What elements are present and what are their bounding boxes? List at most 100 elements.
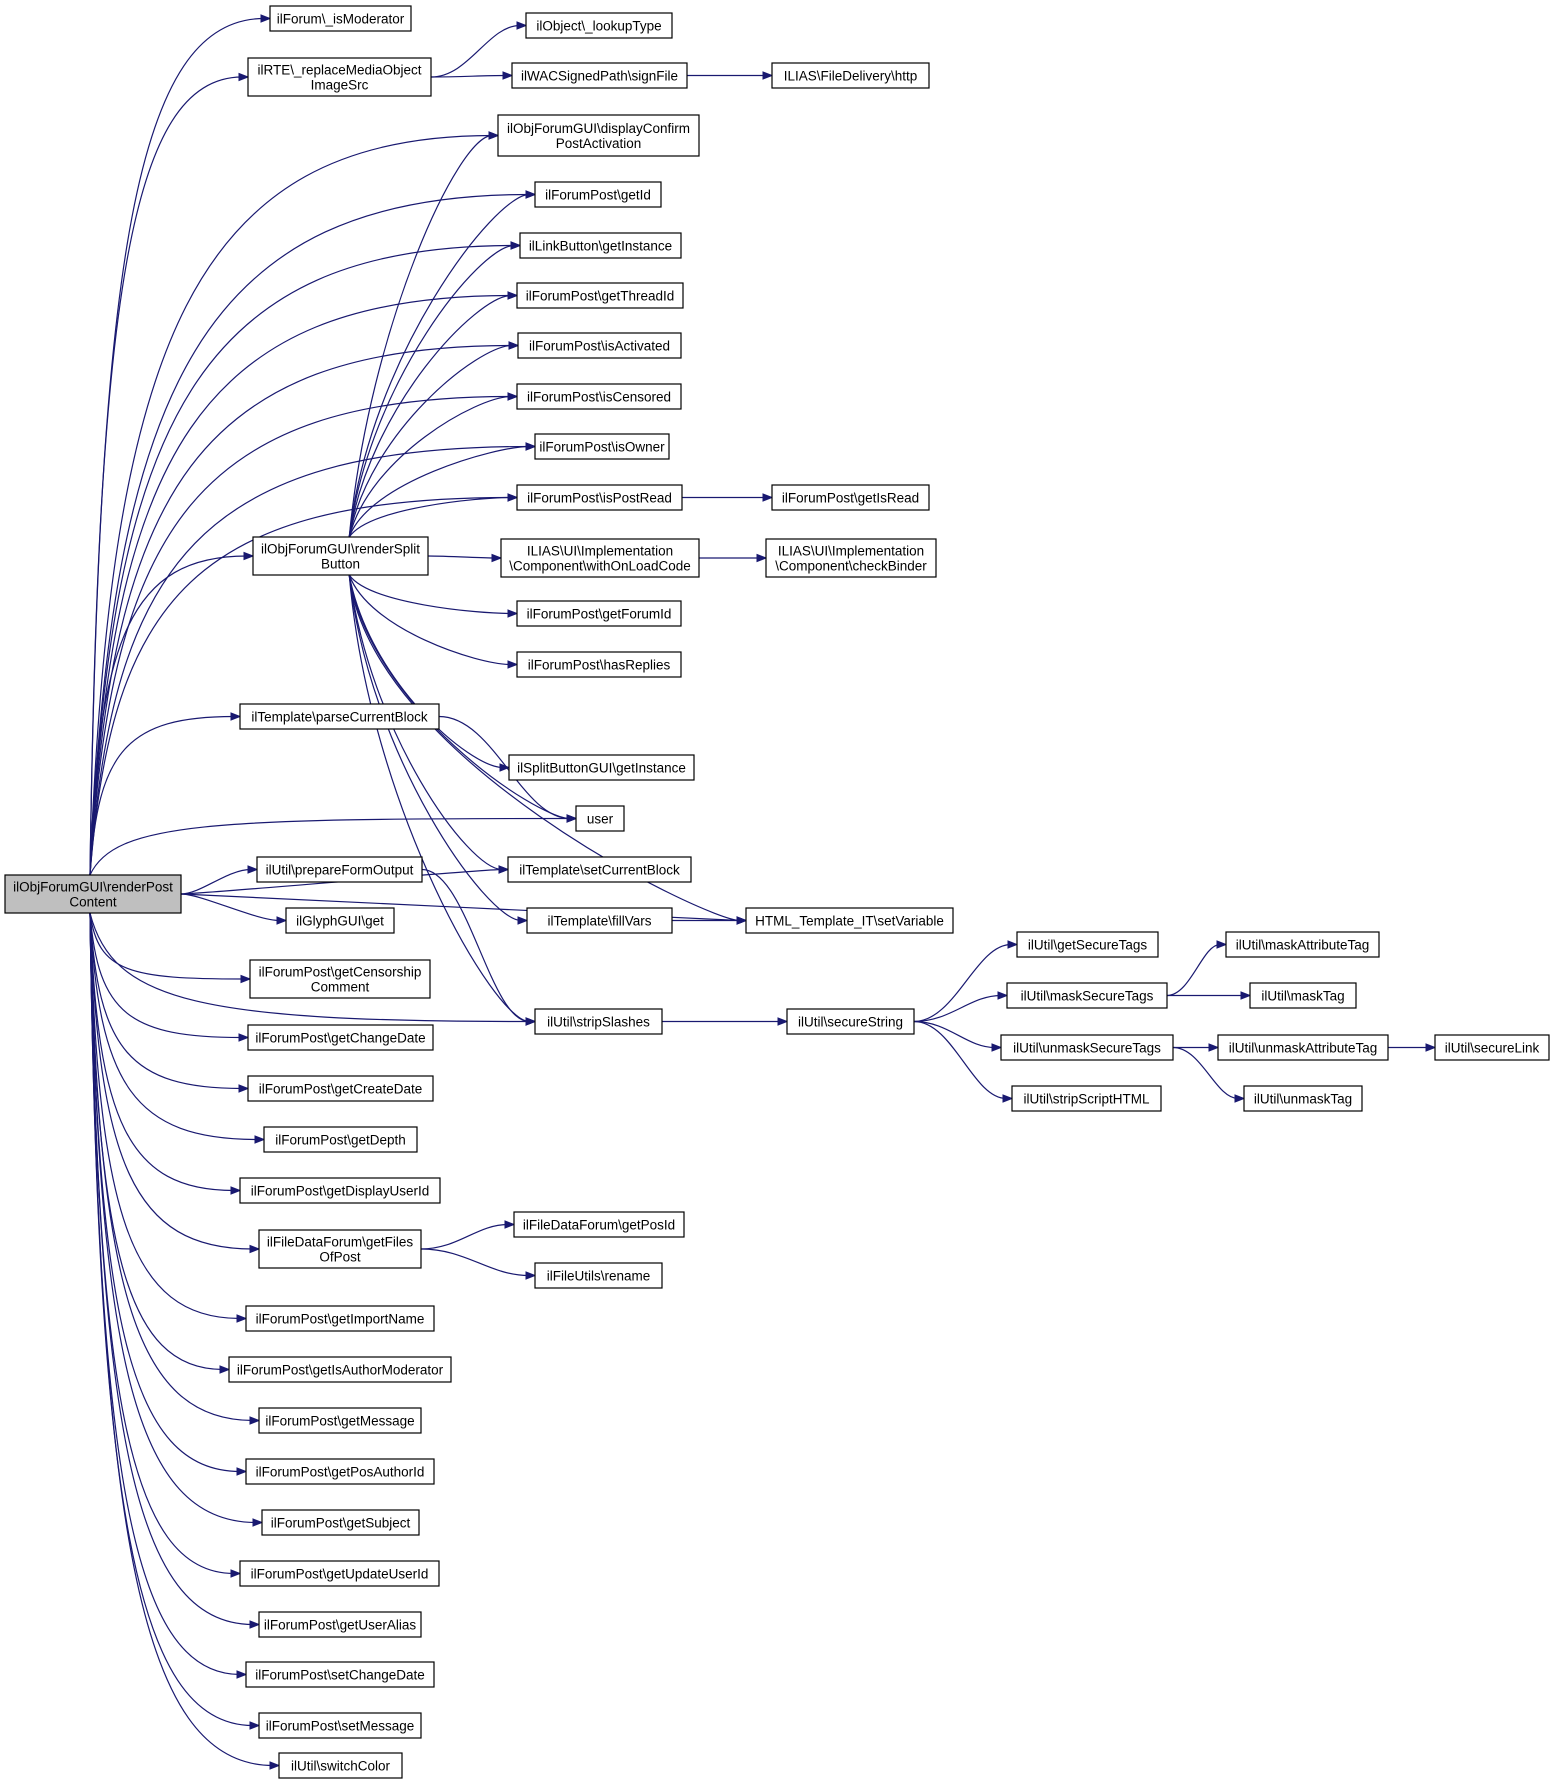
node-box (534, 433, 670, 460)
node-label: ilForumPost\getPosAuthorId (256, 1465, 425, 1480)
node-getposid[interactable]: ilFileDataForum\getPosId (513, 1211, 685, 1238)
arrowhead-icon (491, 553, 503, 563)
node-glyph[interactable]: ilGlyphGUI\get (285, 907, 395, 934)
node-setvariable[interactable]: HTML_Template_IT\setVariable (745, 907, 954, 934)
node-securelink[interactable]: ilUtil\secureLink (1434, 1034, 1550, 1061)
edge-line (348, 574, 512, 615)
node-useralias[interactable]: ilForumPost\getUserAlias (258, 1611, 422, 1638)
edge-unmasksecure-to-unmaskattr (1173, 1043, 1220, 1052)
arrowhead-icon (236, 1467, 248, 1476)
node-stripscript[interactable]: ilUtil\stripScriptHTML (1011, 1085, 1162, 1112)
node-unmasktag[interactable]: ilUtil\unmaskTag (1243, 1085, 1363, 1112)
node-displayconfirm[interactable]: ilObjForumGUI\displayConfirmPostActivati… (497, 114, 700, 157)
arrowhead-icon (566, 814, 578, 823)
node-withonload[interactable]: ILIAS\UI\Implementation\Component\withOn… (500, 538, 700, 578)
node-getid[interactable]: ilForumPost\getId (534, 181, 662, 208)
node-label: PostActivation (556, 136, 642, 151)
node-setcurrent[interactable]: ilTemplate\setCurrentBlock (507, 856, 692, 883)
node-importname[interactable]: ilForumPost\getImportName (245, 1305, 435, 1332)
node-getsecuretags[interactable]: ilUtil\getSecureTags (1016, 931, 1159, 958)
arrowhead-icon (525, 190, 537, 199)
edge-root-to-switchcolor (89, 912, 281, 1770)
node-parsecurrent[interactable]: ilTemplate\parseCurrentBlock (239, 703, 440, 730)
edge-line (89, 912, 254, 1250)
node-splitbtn[interactable]: ilSplitButtonGUI\getInstance (508, 754, 695, 781)
node-masksecure[interactable]: ilUtil\maskSecureTags (1006, 982, 1168, 1009)
node-label: ilForumPost\getDepth (275, 1133, 406, 1148)
edge-line (438, 715, 571, 820)
node-label: ilForumPost\getId (545, 188, 651, 203)
node-label: \Component\checkBinder (775, 559, 927, 574)
node-updateuser[interactable]: ilForumPost\getUpdateUserId (239, 1560, 440, 1587)
node-unmaskattr[interactable]: ilUtil\unmaskAttributeTag (1217, 1034, 1389, 1061)
node-getforumid[interactable]: ilForumPost\getForumId (516, 600, 682, 627)
node-posauthor[interactable]: ilForumPost\getPosAuthorId (245, 1458, 435, 1485)
node-isowner[interactable]: ilForumPost\isOwner (534, 433, 670, 460)
node-label: ilUtil\stripSlashes (547, 1015, 650, 1030)
node-obj_lookup[interactable]: ilObject\_lookupType (525, 12, 673, 39)
node-label: ilForumPost\getSubject (271, 1516, 411, 1531)
node-box (261, 1509, 420, 1536)
node-switchcolor[interactable]: ilUtil\switchColor (278, 1752, 403, 1779)
node-preparefo[interactable]: ilUtil\prepareFormOutput (256, 856, 423, 883)
node-box (228, 1356, 452, 1383)
node-displayuserid[interactable]: ilForumPost\getDisplayUserId (239, 1177, 441, 1204)
node-box (239, 703, 440, 730)
edge-rendersplit-to-isactivated (348, 341, 520, 538)
node-getdepth[interactable]: ilForumPost\getDepth (263, 1126, 418, 1153)
node-iscensored[interactable]: ilForumPost\isCensored (516, 383, 682, 410)
node-fillvars[interactable]: ilTemplate\fillVars (526, 907, 673, 934)
edge-line (348, 395, 512, 538)
node-user[interactable]: user (575, 805, 625, 832)
edge-line (913, 1020, 996, 1049)
node-hasreplies[interactable]: ilForumPost\hasReplies (516, 651, 682, 678)
node-setchangedate[interactable]: ilForumPost\setChangeDate (245, 1661, 435, 1688)
node-setmessage[interactable]: ilForumPost\setMessage (258, 1712, 422, 1739)
node-isauthormod[interactable]: ilForumPost\getIsAuthorModerator (228, 1356, 452, 1383)
node-getmessage[interactable]: ilForumPost\getMessage (258, 1407, 422, 1434)
edge-root-to-createdate (89, 912, 250, 1093)
arrowhead-icon (249, 1244, 261, 1254)
node-linkbutton[interactable]: ilLinkButton\getInstance (519, 232, 682, 259)
node-isactivated[interactable]: ilForumPost\isActivated (517, 332, 682, 359)
arrowhead-icon (504, 1220, 516, 1229)
edge-line (89, 395, 512, 876)
arrowhead-icon (1234, 1094, 1246, 1103)
node-getisread[interactable]: ilForumPost\getIsRead (771, 484, 930, 511)
node-label: ilForumPost\setMessage (266, 1719, 415, 1734)
node-masktag[interactable]: ilUtil\maskTag (1249, 982, 1357, 1009)
node-label: OfPost (319, 1250, 361, 1265)
node-stripslashes[interactable]: ilUtil\stripSlashes (534, 1008, 663, 1035)
edge-wac-to-filedelivery (687, 71, 774, 80)
node-wac[interactable]: ilWACSignedPath\signFile (511, 62, 688, 89)
edge-root-to-parsecurrent (89, 712, 242, 876)
arrowhead-icon (488, 131, 500, 140)
arrowhead-icon (762, 493, 774, 502)
edge-rendersplit-to-ispostread (348, 493, 519, 538)
node-checkbinder[interactable]: ILIAS\UI\Implementation\Component\checkB… (765, 538, 937, 578)
node-ispostread[interactable]: ilForumPost\isPostRead (516, 484, 683, 511)
node-getthreadid[interactable]: ilForumPost\getThreadId (516, 282, 684, 309)
node-box (507, 856, 692, 883)
node-securestring[interactable]: ilUtil\secureString (786, 1008, 915, 1035)
node-box (786, 1008, 915, 1035)
node-label: Button (321, 557, 360, 572)
node-box (497, 114, 700, 157)
node-rename[interactable]: ilFileUtils\rename (534, 1262, 663, 1289)
node-box (258, 1611, 422, 1638)
node-unmasksecure[interactable]: ilUtil\unmaskSecureTags (1000, 1034, 1174, 1061)
node-changedate[interactable]: ilForumPost\getChangeDate (247, 1024, 434, 1051)
node-maskattr[interactable]: ilUtil\maskAttributeTag (1225, 931, 1380, 958)
node-getsubject[interactable]: ilForumPost\getSubject (261, 1509, 420, 1536)
node-forum_ismod[interactable]: ilForum\_isModerator (269, 5, 412, 32)
node-createdate[interactable]: ilForumPost\getCreateDate (247, 1075, 434, 1102)
node-label: ilForumPost\getChangeDate (255, 1031, 425, 1046)
node-box (525, 12, 673, 39)
node-filedelivery[interactable]: ILIAS\FileDelivery\http (771, 62, 930, 89)
